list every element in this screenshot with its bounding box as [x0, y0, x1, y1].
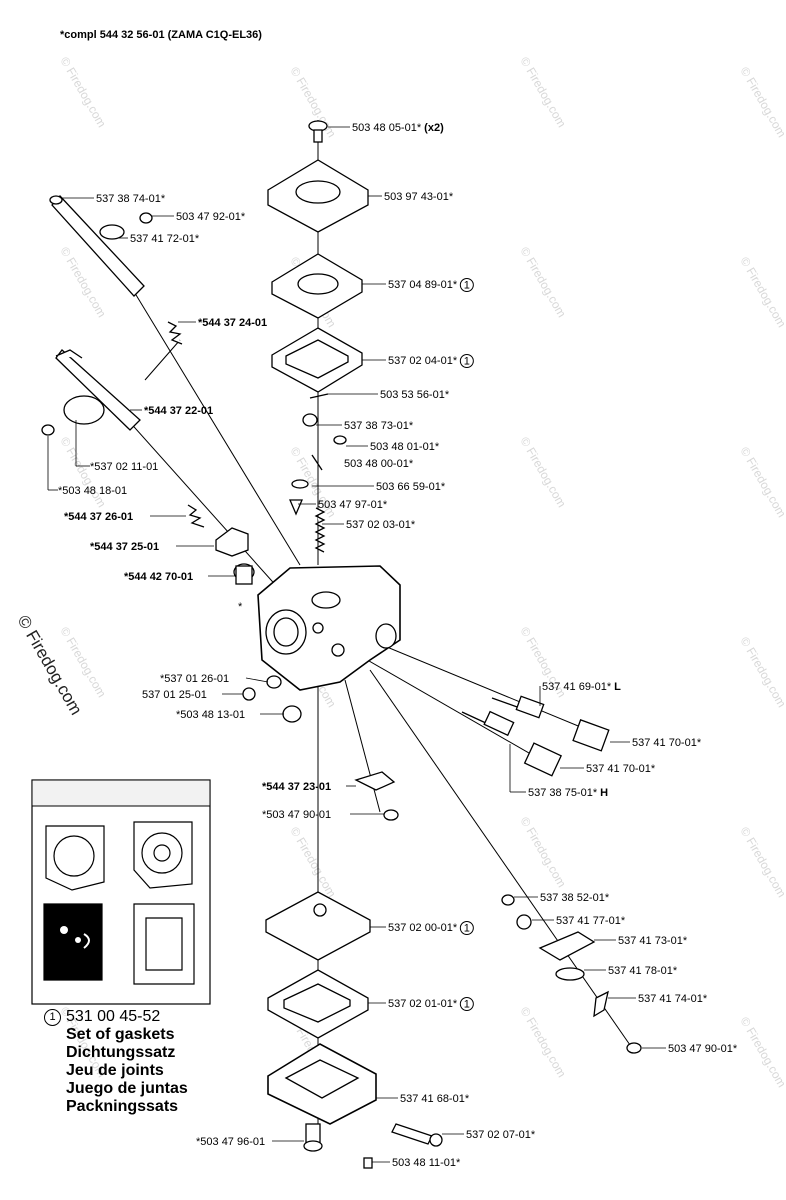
part-label: 537 41 78-01* [608, 965, 678, 977]
part-label: 537 38 52-01* [540, 892, 610, 904]
watermark: © Firedog.com [517, 1005, 569, 1080]
part-label: 503 48 01-01* [370, 441, 440, 453]
kit-ref-marker [459, 354, 474, 368]
kit-line: Set of gaskets [66, 1026, 175, 1043]
part-labels: 503 48 05-01* (x2) 503 97 43-01* 537 04 … [58, 122, 738, 1169]
part-label: *544 37 26-01 [64, 511, 133, 523]
part-label: 503 48 11-01* [392, 1157, 461, 1169]
part-label: 537 38 74-01* [96, 193, 166, 205]
watermark: © Firedog.com [737, 65, 786, 140]
watermark: © Firedog.com [287, 825, 339, 900]
part-label: 537 41 72-01* [130, 233, 200, 245]
kit-ref-marker [459, 997, 474, 1011]
part-label: 537 41 69-01* L [542, 681, 621, 693]
kit-line: Jeu de joints [66, 1062, 164, 1079]
kit-ref-number: 1 [464, 999, 470, 1011]
part-label: 503 47 92-01* [176, 211, 246, 223]
part-label: 537 02 01-01* [388, 998, 458, 1010]
part-label: 537 02 07-01* [466, 1129, 536, 1141]
kit-ref-marker [459, 921, 474, 935]
part-label: 537 41 70-01* [632, 737, 702, 749]
part-label: 503 48 00-01* [344, 458, 414, 470]
part-label: 503 47 97-01* [318, 499, 388, 511]
kit-line: Dichtungssatz [66, 1044, 176, 1061]
watermark: © Firedog.com [517, 435, 569, 510]
part-label: 537 41 73-01* [618, 935, 688, 947]
diagram-title: *compl 544 32 56-01 (ZAMA C1Q-EL36) [60, 29, 262, 41]
watermark: © Firedog.com [517, 245, 569, 320]
part-label: *503 47 90-01 [262, 809, 331, 821]
part-label: 537 02 03-01* [346, 519, 416, 531]
part-label: 537 38 75-01* H [528, 787, 608, 799]
part-label: *544 37 23-01 [262, 781, 331, 793]
watermark: © Firedog.com [737, 1015, 786, 1090]
kit-marker: 1 [44, 1009, 61, 1026]
part-label: *537 01 26-01 [160, 673, 229, 685]
callout-leaders [47, 126, 666, 1163]
part-label: *544 37 25-01 [90, 541, 159, 553]
part-label: 503 48 05-01* (x2) [352, 122, 444, 134]
kit-line: Juego de juntas [66, 1080, 188, 1097]
part-label: 537 04 89-01* [388, 279, 458, 291]
kit-ref-number: 1 [464, 923, 470, 935]
kit-ref-number: 1 [464, 280, 470, 292]
watermark: © Firedog.com [737, 445, 786, 520]
part-label: *503 47 96-01 [196, 1136, 265, 1148]
part-label: 503 53 56-01* [380, 389, 450, 401]
part-label: 537 02 00-01* [388, 922, 458, 934]
part-label: 503 66 59-01* [376, 481, 446, 493]
kit-ref-marker [459, 278, 474, 292]
watermark: © Firedog.com [737, 255, 786, 330]
kit-code: 531 00 45-52 [66, 1008, 161, 1025]
watermark: © Firedog.com [737, 825, 786, 900]
watermark: © Firedog.com [57, 55, 109, 130]
part-label: 503 47 90-01* [668, 1043, 738, 1055]
part-label: 537 38 73-01* [344, 420, 414, 432]
part-label: *544 42 70-01 [124, 571, 193, 583]
part-label: 537 02 04-01* [388, 355, 458, 367]
part-label: 537 01 25-01 [142, 689, 207, 701]
part-label: * [238, 601, 243, 613]
part-label: 537 41 74-01* [638, 993, 708, 1005]
watermark: © Firedog.com [517, 55, 569, 130]
gasket-kit-panel [31, 779, 211, 1005]
kit-ref-number: 1 [464, 356, 470, 368]
part-label: 537 41 68-01* [400, 1093, 470, 1105]
part-label: 537 41 70-01* [586, 763, 656, 775]
part-label: 503 97 43-01* [384, 191, 454, 203]
watermark: © Firedog.com [737, 635, 786, 710]
part-label: *544 37 24-01 [198, 317, 267, 329]
part-label: *503 48 18-01 [58, 485, 127, 497]
part-label: 537 41 77-01* [556, 915, 626, 927]
parts-shapes [41, 120, 642, 1169]
kit-line: Packningssats [66, 1098, 179, 1115]
kit-description: 531 00 45-52 Set of gaskets Dichtungssat… [66, 1008, 188, 1116]
part-label: *503 48 13-01 [176, 709, 245, 721]
part-label: *537 02 11-01 [90, 461, 158, 473]
part-label: *544 37 22-01 [144, 405, 213, 417]
watermark: © Firedog.com [517, 815, 569, 890]
